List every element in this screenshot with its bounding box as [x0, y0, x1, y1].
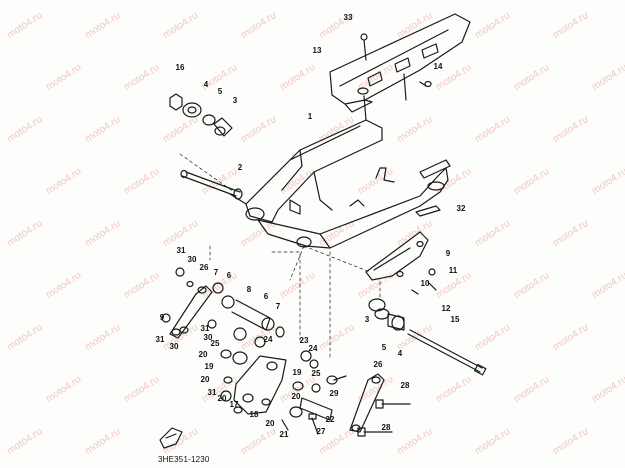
callout-31c: 31: [155, 335, 165, 344]
callout-9b: 9: [159, 313, 165, 322]
pivot-shaft: [180, 169, 243, 200]
callout-33: 33: [343, 13, 353, 22]
callout-18: 18: [249, 410, 259, 419]
callout-19b: 19: [292, 368, 302, 377]
leader-lines: [179, 153, 381, 361]
chain-guard: [329, 13, 471, 113]
bushing-stack-left: [161, 267, 285, 365]
right-spacers: [368, 298, 405, 331]
callout-19a: 19: [204, 362, 214, 371]
callout-11: 11: [448, 266, 458, 275]
pivot-bearing-set: [169, 93, 233, 137]
screw-14: [424, 80, 432, 88]
callout-31d: 31: [207, 388, 217, 397]
bolts-28: [357, 399, 411, 437]
callout-16: 16: [175, 63, 185, 72]
callout-28a: 28: [400, 381, 410, 390]
callout-3: 3: [232, 96, 238, 105]
callout-21: 21: [279, 430, 289, 439]
long-bolt-15: [407, 329, 487, 376]
callout-27: 27: [316, 427, 326, 436]
callout-26b: 26: [373, 360, 383, 369]
callout-20b: 20: [200, 375, 210, 384]
callout-3b: 3: [364, 315, 370, 324]
callout-25b: 25: [311, 369, 321, 378]
callout-30b: 30: [203, 333, 213, 342]
callout-13: 13: [312, 46, 322, 55]
callout-4: 4: [203, 80, 209, 89]
callout-23: 23: [299, 336, 309, 345]
callout-5b: 5: [381, 343, 387, 352]
chain-puller: [365, 231, 437, 295]
bracket-32: [415, 205, 441, 217]
callout-30c: 30: [169, 342, 179, 351]
callout-30a: 30: [187, 255, 197, 264]
callout-25a: 25: [210, 339, 220, 348]
callout-5: 5: [217, 87, 223, 96]
callout-32: 32: [456, 204, 466, 213]
callout-31a: 31: [176, 246, 186, 255]
callout-15: 15: [450, 315, 460, 324]
callout-31b: 31: [200, 324, 210, 333]
callout-20e: 20: [291, 392, 301, 401]
callout-6b: 6: [263, 292, 269, 301]
drawing-code: 3HE351-1230: [158, 455, 210, 464]
callout-6a: 6: [226, 271, 232, 280]
callout-28b: 28: [381, 423, 391, 432]
callout-20d: 20: [265, 419, 275, 428]
callout-17: 17: [229, 400, 239, 409]
callout-2: 2: [237, 163, 243, 172]
bushing-stack-middle: [281, 350, 347, 435]
callout-12: 12: [441, 304, 451, 313]
callout-7b: 7: [275, 302, 281, 311]
callout-1: 1: [307, 112, 313, 121]
callout-8: 8: [246, 285, 252, 294]
front-arrow-symbol: [159, 427, 183, 449]
screw-33: [360, 33, 368, 41]
relay-arm: [220, 355, 287, 415]
callout-9: 9: [445, 249, 451, 258]
callout-14: 14: [433, 62, 443, 71]
link-arm-right: [349, 373, 385, 433]
callout-10: 10: [420, 279, 430, 288]
callout-29: 29: [329, 389, 339, 398]
callout-24b: 24: [308, 344, 318, 353]
callout-20a: 20: [198, 350, 208, 359]
callout-4b: 4: [397, 349, 403, 358]
swingarm: [229, 73, 451, 249]
callout-22: 22: [325, 415, 335, 424]
callout-24a: 24: [263, 335, 273, 344]
callout-7a: 7: [213, 268, 219, 277]
callout-26a: 26: [199, 263, 209, 272]
callout-20c: 20: [217, 394, 227, 403]
